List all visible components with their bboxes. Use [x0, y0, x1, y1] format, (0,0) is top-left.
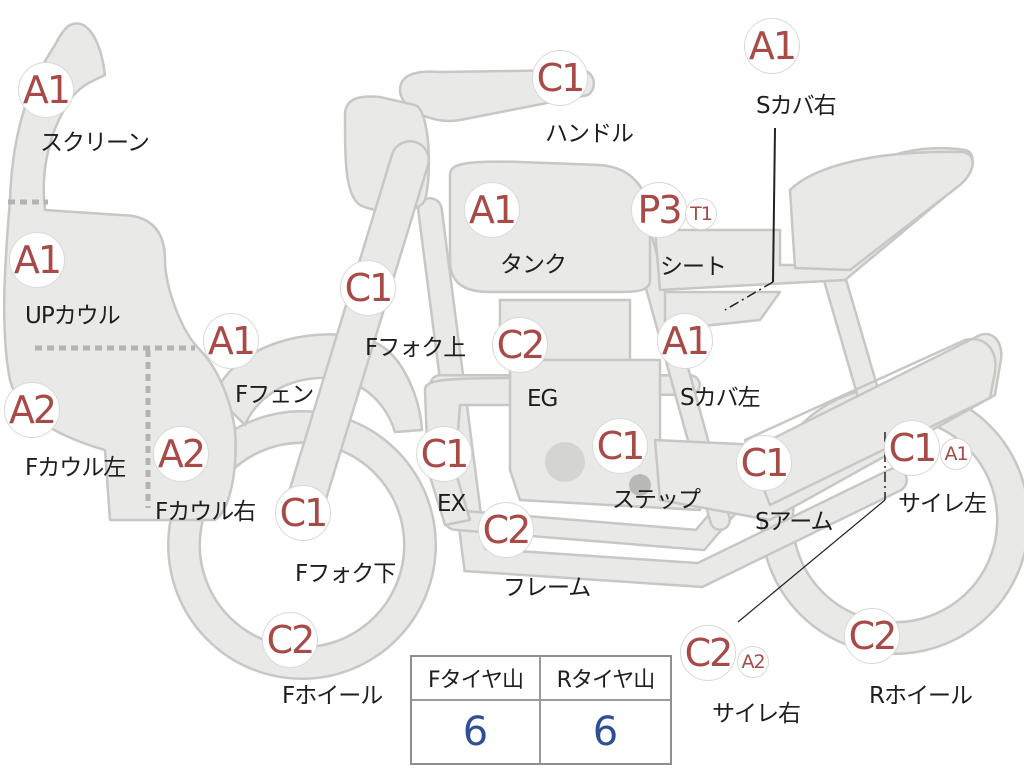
front-fork-lower-label: Fフォク下 — [295, 561, 396, 587]
front-fork-lower-grade-badge: C1 — [275, 485, 331, 541]
front-fender-grade-badge: A1 — [203, 313, 259, 369]
swing-arm-grade-badge: C1 — [736, 435, 792, 491]
engine-grade-badge: C2 — [492, 317, 548, 373]
silencer-left-grade-badge: C1 — [884, 420, 940, 476]
upper-cowl-label: UPカウル — [25, 303, 121, 329]
fairing-shape — [2, 22, 237, 522]
front-tire-header: Fタイヤ山 — [412, 657, 541, 701]
frame-grade-badge: C2 — [478, 502, 534, 558]
side-cover-right-label: Sカバ右 — [756, 93, 837, 119]
swing-arm-label: Sアーム — [755, 509, 834, 535]
handlebar-label: ハンドル — [545, 121, 634, 147]
rear-wheel-grade-badge: C2 — [844, 608, 900, 664]
tank-label: タンク — [500, 252, 567, 278]
rear-wheel-label: Rホイール — [869, 683, 973, 709]
screen-grade-badge: A1 — [18, 62, 74, 118]
silencer-left-sub-grade-badge: A1 — [940, 438, 972, 470]
rear-seat-shape — [788, 150, 974, 272]
side-cover-left-label: Sカバ左 — [680, 385, 761, 411]
front-cowl-right-label: Fカウル右 — [155, 499, 256, 525]
rear-tire-header: Rタイヤ山 — [541, 657, 670, 701]
silencer-right-label: サイレ右 — [712, 701, 801, 727]
seat-sub-grade-badge: T1 — [685, 198, 717, 230]
front-wheel-label: Fホイール — [282, 683, 383, 709]
leader-lines — [724, 127, 886, 623]
front-fork-upper-grade-badge: C1 — [340, 260, 396, 316]
tank-grade-badge: A1 — [464, 182, 520, 238]
silencer-right-sub-grade-badge: A2 — [737, 646, 769, 678]
upper-cowl-grade-badge: A1 — [9, 232, 65, 288]
frame-label: フレーム — [503, 575, 591, 601]
silencer-left-label: サイレ左 — [898, 491, 987, 517]
fairing-section-lines — [8, 199, 195, 508]
exhaust-label: EX — [437, 491, 466, 517]
engine-label: EG — [527, 386, 558, 412]
front-fork-shape — [280, 140, 430, 540]
front-fender-shape — [213, 333, 424, 434]
tire-tread-table: Fタイヤ山 Rタイヤ山 6 6 — [410, 655, 672, 765]
front-fender-label: Fフェン — [235, 382, 314, 408]
seat-grade-badge: P3 — [631, 182, 687, 238]
front-fork-upper-label: Fフォク上 — [365, 335, 466, 361]
screen-label: スクリーン — [40, 130, 150, 156]
side-cover-left-grade-badge: A1 — [657, 313, 713, 369]
exhaust-grade-badge: C1 — [416, 426, 472, 482]
side-cover-right-grade-badge: A1 — [744, 18, 800, 74]
handlebar-grade-badge: C1 — [532, 50, 588, 106]
seat-label: シート — [660, 254, 727, 280]
front-wheel-grade-badge: C2 — [262, 612, 318, 668]
exhaust-shape — [423, 376, 522, 527]
front-cowl-left-grade-badge: A2 — [4, 382, 60, 438]
step-label: ステップ — [612, 487, 701, 513]
front-tire-value: 6 — [412, 701, 541, 763]
front-cowl-left-label: Fカウル左 — [25, 455, 126, 481]
front-cowl-right-grade-badge: A2 — [153, 426, 209, 482]
step-grade-badge: C1 — [592, 418, 648, 474]
silencer-shape — [743, 337, 997, 507]
rear-tire-value: 6 — [592, 709, 619, 755]
silencer-right-grade-badge: C2 — [680, 625, 736, 681]
